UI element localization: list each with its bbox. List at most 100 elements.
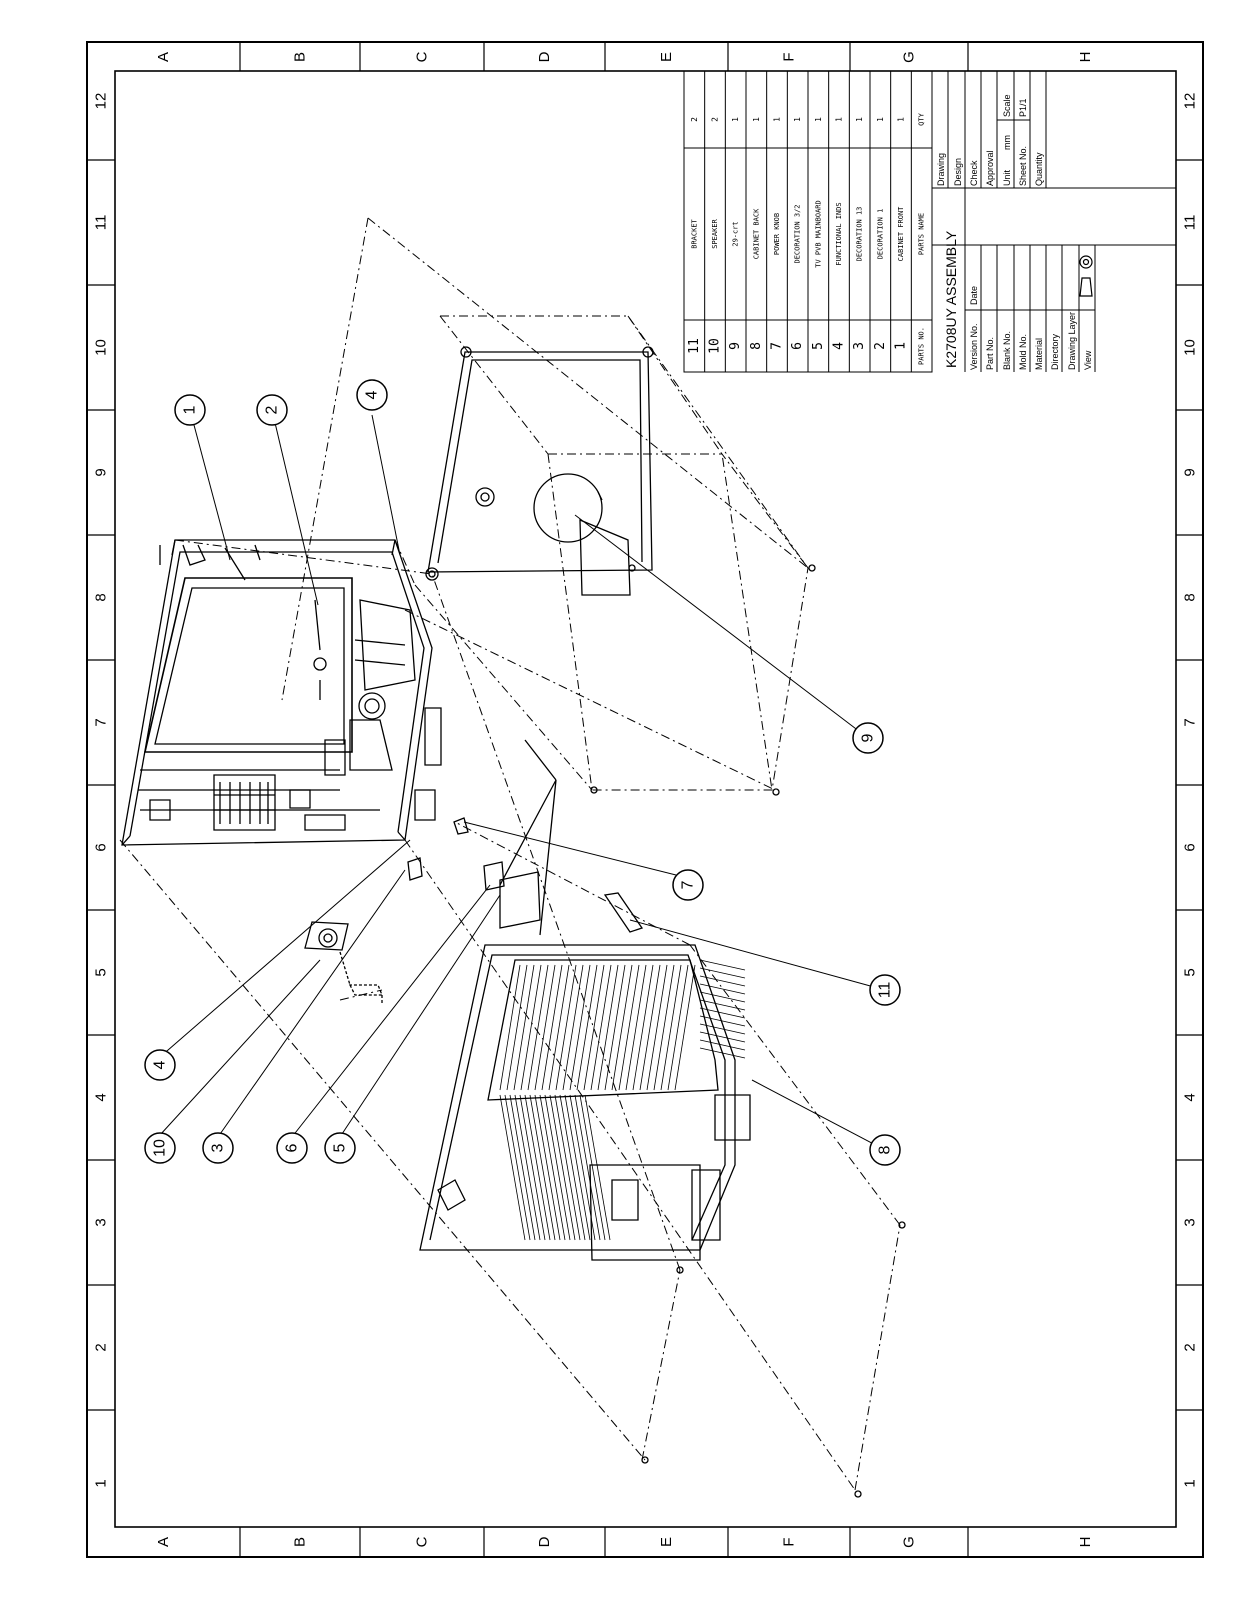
balloon-4a: 4: [356, 379, 388, 411]
vent-slot: [555, 964, 577, 1091]
vent-slot: [611, 964, 633, 1091]
parts-row-no: 1: [894, 342, 909, 350]
zone-number: 1: [93, 1479, 110, 1487]
balloon-text: 11: [877, 982, 894, 999]
parts-row-no: 6: [790, 342, 805, 350]
vent-slot: [597, 964, 619, 1091]
vent-slot: [548, 964, 570, 1091]
balloon-text: 6: [284, 1143, 301, 1152]
parts-row-no: 9: [728, 342, 743, 350]
vent-slot: [639, 964, 661, 1091]
vent-slot: [674, 964, 696, 1091]
parts-row-no: 7: [770, 342, 785, 350]
title-block-grid: [931, 71, 1176, 372]
parts-header-qty: QTY: [918, 112, 926, 125]
zone-number: 6: [1182, 843, 1199, 851]
balloon-circle: [869, 1134, 901, 1166]
zone-number: 4: [1182, 1093, 1199, 1101]
balloon-text: 2: [264, 405, 281, 414]
value-sheet: P1/1: [1018, 98, 1028, 117]
zone-number: 5: [93, 968, 110, 976]
vent-slot: [583, 964, 605, 1091]
vent-slot: [699, 967, 746, 979]
parts-row-qty: 2: [690, 117, 699, 122]
vent-slot: [559, 1094, 586, 1241]
zone-number: 3: [1182, 1218, 1199, 1226]
parts-row-name: TV PVB MAINBOARD: [814, 200, 822, 267]
balloon-10: 10: [144, 1132, 176, 1164]
vent-slot: [699, 1007, 746, 1019]
zone-number: 4: [93, 1093, 110, 1101]
balloon-5: 5: [324, 1132, 356, 1164]
zone-letter: G: [901, 1536, 918, 1548]
balloon-text: 4: [152, 1060, 169, 1069]
vent-slot: [699, 1031, 746, 1043]
vent-slot: [541, 964, 563, 1091]
parts-row-no: 11: [687, 338, 702, 354]
vent-slot: [509, 1094, 536, 1241]
zone-number: 2: [93, 1343, 110, 1351]
balloon-circle: [869, 974, 901, 1006]
balloon-3: 3: [202, 1132, 234, 1164]
label-sheet-no: Sheet No.: [1018, 146, 1028, 186]
projection-view-symbol: [1079, 255, 1093, 297]
balloon-circle: [276, 1132, 308, 1164]
balloon-circle: [144, 1049, 176, 1081]
vent-slot: [504, 1094, 531, 1241]
zone-letter: H: [1077, 1537, 1094, 1548]
zone-letter: B: [292, 1537, 309, 1547]
parts-row-no: 2: [873, 342, 888, 350]
parts-row-name: DECORATION 13: [856, 207, 864, 262]
zone-number: 6: [93, 843, 110, 851]
vent-slot: [699, 983, 746, 995]
vent-slot: [554, 1094, 581, 1241]
label-approval: Approval: [985, 150, 995, 186]
vent-slot: [569, 1094, 596, 1241]
balloon-circle: [174, 394, 206, 426]
zone-number: 12: [93, 93, 110, 110]
vent-slot: [699, 991, 746, 1003]
inner-border: [114, 70, 1177, 1528]
vent-slot: [699, 975, 746, 987]
zone-letter: C: [414, 1536, 431, 1547]
label-version-no: Version No.: [969, 323, 979, 370]
speaker-drawing: [304, 921, 383, 1005]
balloon-circle: [356, 379, 388, 411]
parts-row-name: SPEAKER: [711, 218, 719, 248]
balloon-circle: [202, 1132, 234, 1164]
vent-slot: [499, 964, 521, 1091]
zone-letter: F: [781, 52, 798, 61]
label-design: Design: [953, 158, 963, 186]
parts-row-no: 5: [811, 342, 826, 350]
vent-slot: [699, 1023, 746, 1035]
label-quantity: Quantity: [1034, 152, 1044, 186]
label-material: Material: [1034, 338, 1044, 370]
cabinet-back-drawing: [419, 944, 751, 1261]
parts-header-no: PARTS NO.: [918, 327, 926, 365]
vent-slot: [625, 964, 647, 1091]
label-directory: Directory: [1050, 333, 1060, 370]
parts-row-name: CABINET FRONT: [897, 206, 905, 262]
balloon-7: 7: [672, 869, 704, 901]
zone-number: 10: [93, 339, 110, 356]
parts-row-qty: 1: [773, 117, 782, 122]
label-date: Date: [969, 286, 979, 305]
zone-letter: E: [658, 1537, 675, 1547]
parts-header-name: PARTS NAME: [918, 213, 926, 255]
zone-number: 11: [1182, 215, 1199, 231]
balloon-circle: [672, 869, 704, 901]
vent-slot: [524, 1094, 551, 1241]
label-mold-no: Mold No.: [1018, 334, 1028, 370]
parts-row-name: DECORATION 1: [876, 209, 884, 260]
balloon-circle: [144, 1132, 176, 1164]
vent-slot: [660, 964, 682, 1091]
value-unit: mm: [1002, 135, 1012, 150]
parts-row-name: BRACKET: [690, 218, 698, 248]
balloon-text: 9: [860, 733, 877, 742]
balloon-text: 5: [332, 1143, 349, 1152]
